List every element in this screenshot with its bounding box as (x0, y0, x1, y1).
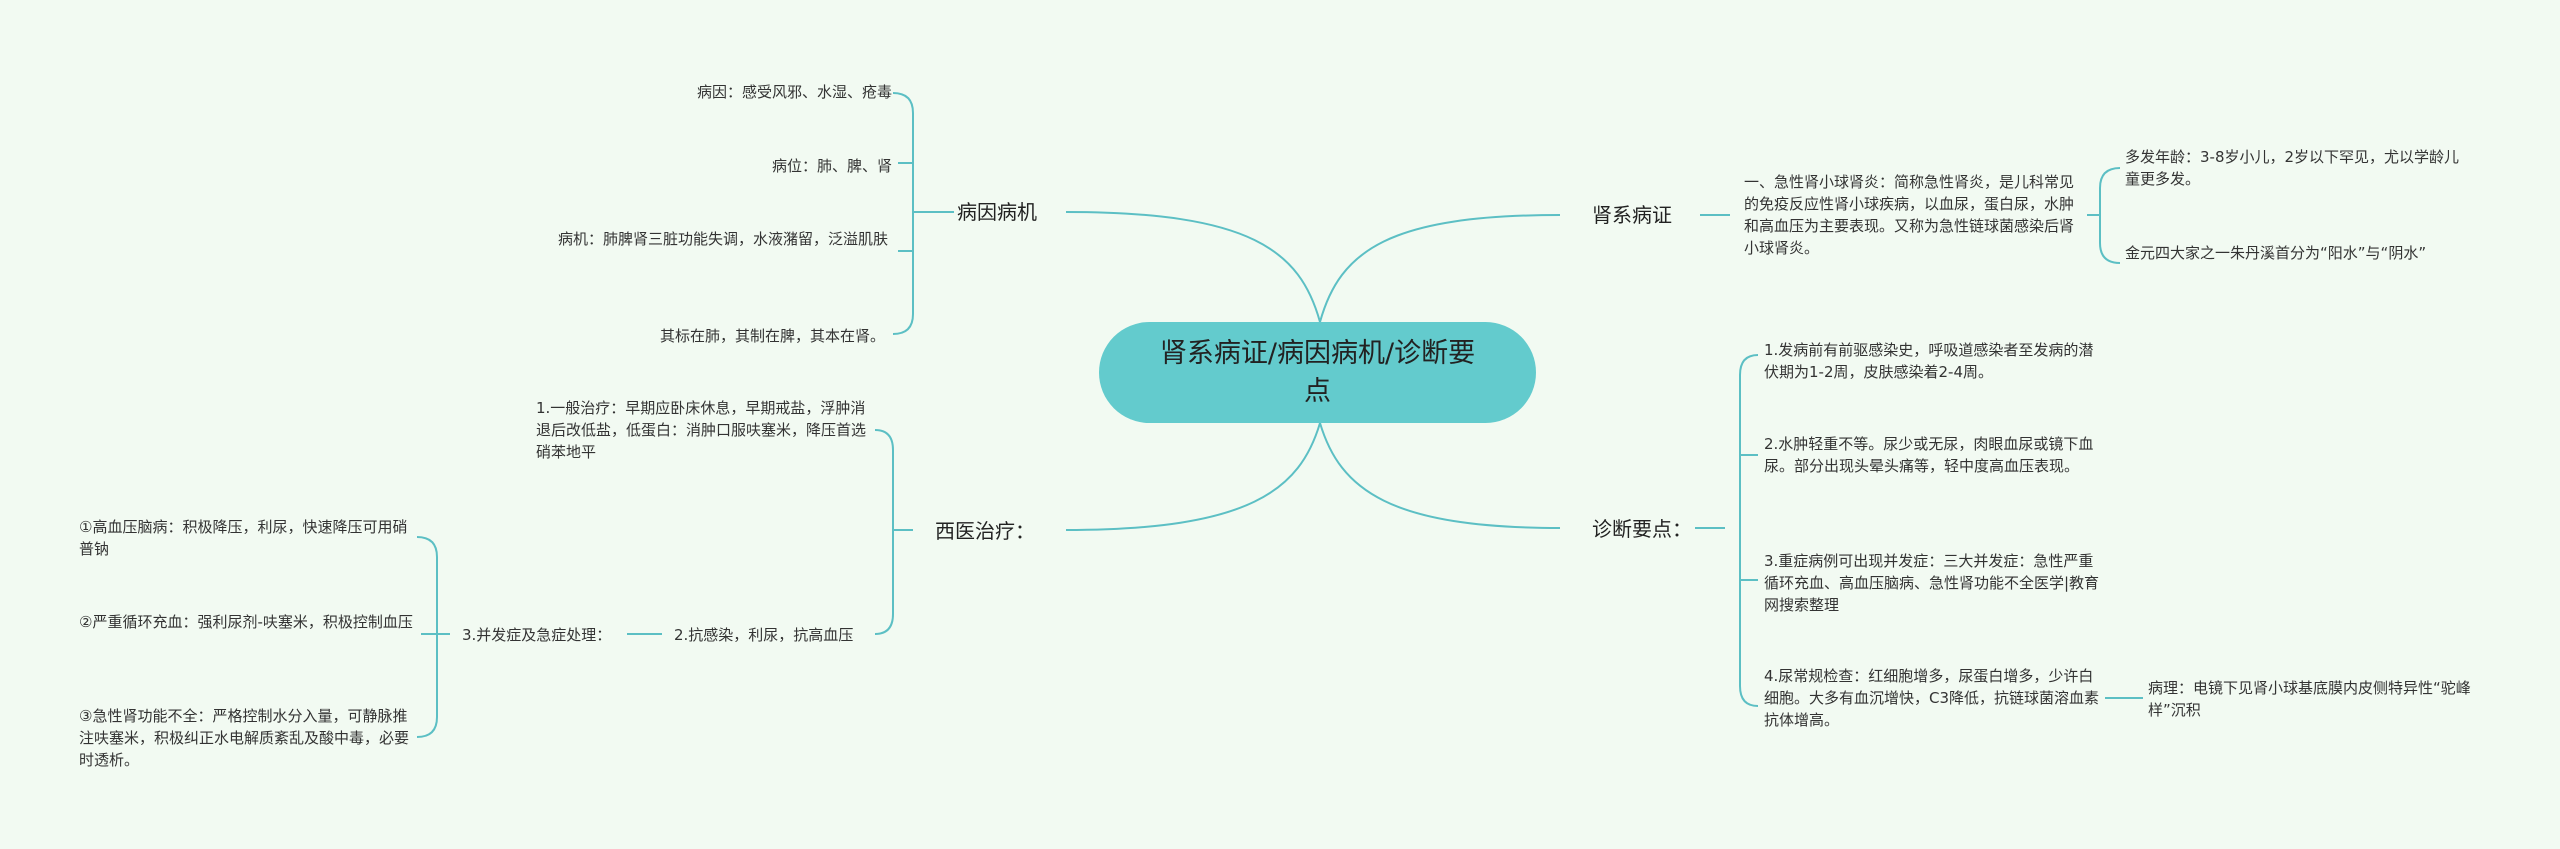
cause-item-pathogen[interactable]: 病因：感受风邪、水湿、疮毒 (696, 83, 892, 101)
diagnosis-item-3[interactable]: 3.重症病例可出现并发症：三大并发症：急性严重循环充血、高血压脑病、急性肾功能不… (1764, 552, 2100, 614)
branch-western[interactable]: 西医治疗： (935, 519, 1035, 543)
link-root-western (1065, 422, 1321, 531)
bracket-diagnosis (1739, 354, 1759, 707)
root-node[interactable]: 肾系病证/病因病机/诊断要点 (1099, 322, 1536, 423)
western-anti[interactable]: 2.抗感染，利尿，抗高血压 (674, 626, 854, 644)
root-title: 肾系病证/病因病机/诊断要点 (1159, 337, 1476, 407)
link-root-cause (1065, 211, 1321, 323)
branch-cause[interactable]: 病因病机 (957, 200, 1037, 224)
complication-encephalopathy[interactable]: ①高血压脑病：积极降压，利尿，快速降压可用硝普钠 (79, 518, 408, 558)
complication-renal[interactable]: ③急性肾功能不全：严格控制水分入量，可静脉推注呋塞米，积极纠正水电解质紊乱及酸中… (79, 707, 410, 769)
diagnosis-item-4[interactable]: 4.尿常规检查：红细胞增多，尿蛋白增多，少许白细胞。大多有血沉增快，C3降低，抗… (1764, 667, 2100, 729)
link-root-kidney (1319, 214, 1561, 323)
bracket-cause (892, 92, 914, 335)
link-root-diagnosis (1319, 422, 1561, 529)
western-complication[interactable]: 3.并发症及急症处理： (462, 626, 612, 644)
cause-item-location[interactable]: 病位：肺、脾、肾 (771, 157, 892, 175)
bracket-kidney (2099, 167, 2121, 264)
complication-circulation[interactable]: ②严重循环充血：强利尿剂-呋塞米，积极控制血压 (79, 613, 413, 631)
kidney-classification[interactable]: 金元四大家之一朱丹溪首分为“阳水”与“阴水” (2125, 244, 2427, 262)
bracket-complication (416, 536, 438, 738)
branch-diagnosis[interactable]: 诊断要点： (1592, 517, 1692, 541)
kidney-age[interactable]: 多发年龄：3-8岁小儿，2岁以下罕见，尤以学龄儿童更多发。 (2125, 148, 2460, 188)
cause-item-mechanism[interactable]: 病机：肺脾肾三脏功能失调，水液潴留，泛溢肌肤 (558, 230, 889, 248)
kidney-main[interactable]: 一、急性肾小球肾炎：简称急性肾炎，是儿科常见的免疫反应性肾小球疾病，以血尿，蛋白… (1744, 173, 2075, 257)
cause-item-root[interactable]: 其标在肺，其制在脾，其本在肾。 (659, 327, 885, 345)
bracket-western (874, 429, 894, 635)
diagnosis-item-2[interactable]: 2.水肿轻重不等。尿少或无尿，肉眼血尿或镜下血尿。部分出现头晕头痛等，轻中度高血… (1764, 435, 2094, 475)
western-general[interactable]: 1.一般治疗：早期应卧床休息，早期戒盐，浮肿消退后改低盐，低蛋白：消肿口服呋塞米… (536, 399, 867, 461)
diagnosis-item-1[interactable]: 1.发病前有前驱感染史，呼吸道感染者至发病的潜伏期为1-2周，皮肤感染着2-4周… (1764, 341, 2094, 381)
branch-kidney[interactable]: 肾系病证 (1592, 203, 1672, 227)
diagnosis-pathology[interactable]: 病理：电镜下见肾小球基底膜内皮侧特异性“驼峰样”沉积 (2148, 679, 2471, 719)
